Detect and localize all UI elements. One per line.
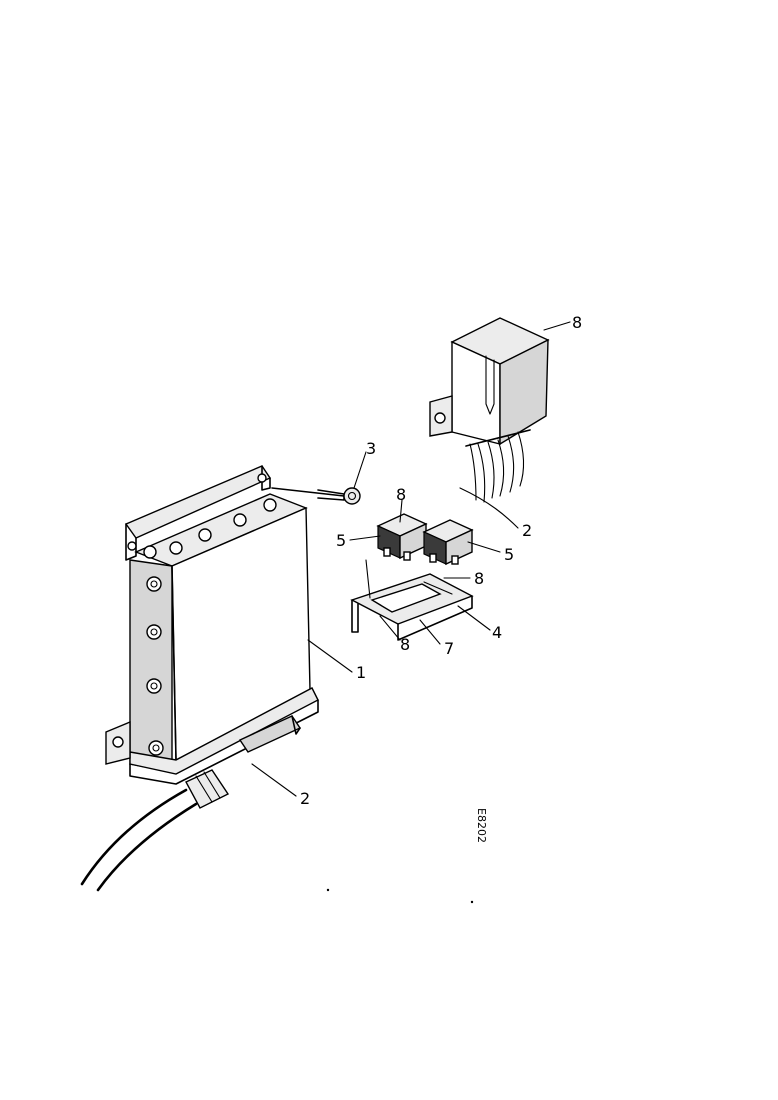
- callout-3: 3: [366, 439, 376, 458]
- speck: [470, 900, 474, 904]
- callout-2-harness: 2: [522, 521, 532, 540]
- callout-5-left: 5: [336, 531, 346, 550]
- callout-8-bottom: 8: [400, 635, 410, 654]
- switch-left: [376, 513, 428, 561]
- callout-8-relay: 8: [572, 313, 582, 332]
- switch-right: [422, 519, 474, 566]
- relay-module: [429, 317, 550, 503]
- control-unit: [105, 465, 319, 785]
- callout-2-cable: 2: [300, 789, 310, 808]
- leader-lines: [251, 321, 571, 797]
- speck: [326, 888, 330, 892]
- callout-7: 7: [444, 639, 454, 658]
- callout-1: 1: [356, 663, 366, 682]
- callouts: 1 2 3 2 8 8 5 5 8 4 7 8 E8202: [300, 313, 582, 843]
- callout-8-right: 8: [474, 569, 484, 588]
- callout-8-top: 8: [396, 485, 406, 504]
- callout-5-right: 5: [504, 545, 514, 564]
- switch-bracket: [350, 559, 474, 641]
- cable-harness-lower: [80, 769, 230, 892]
- callout-4: 4: [492, 623, 502, 642]
- screw: [271, 487, 361, 505]
- drawing-number: E8202: [475, 808, 488, 843]
